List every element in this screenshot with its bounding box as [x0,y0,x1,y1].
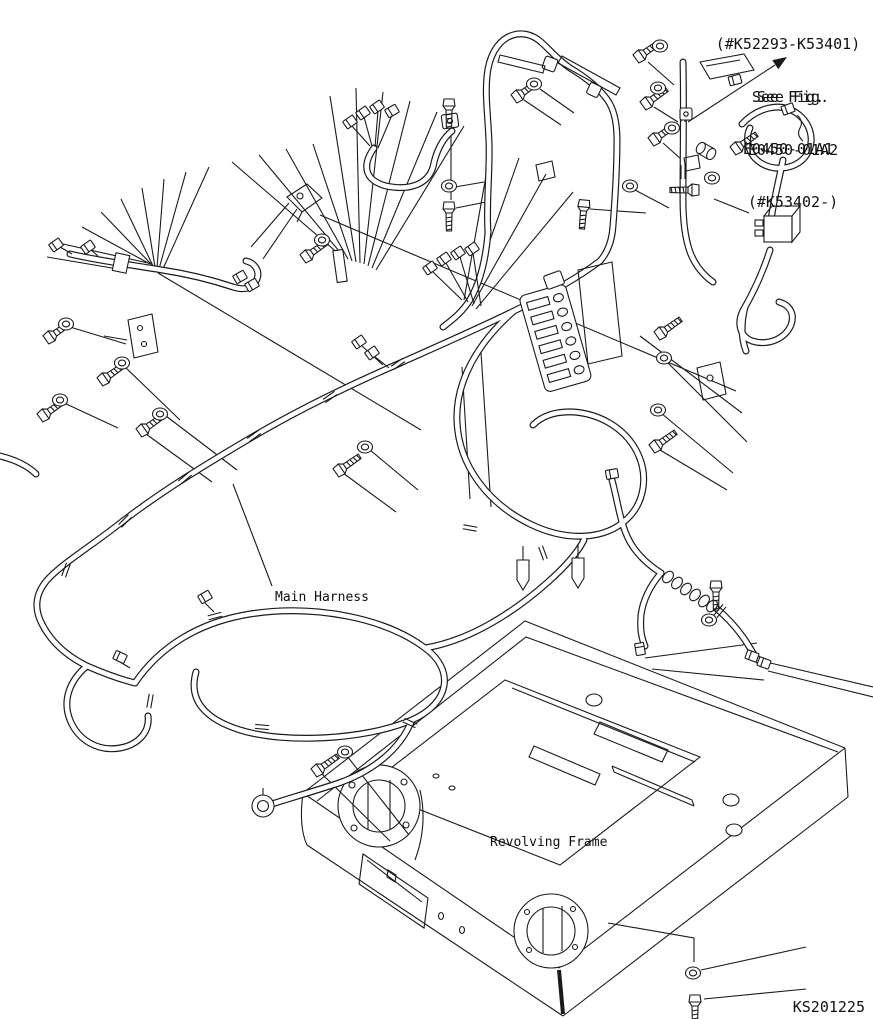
relay-block [519,261,623,392]
flag-brackets [127,183,727,401]
spacer-cylinder [695,141,717,161]
p-clamp-2 [679,107,693,121]
see-fig-arrow [687,57,787,123]
fan-lower [463,141,574,310]
harness-components [47,53,804,818]
see-fig-1-text: See Fig. [751,87,825,106]
main-harness-leader [232,483,273,587]
corrugated-tube [662,570,718,613]
serial-range-top: (#K52293-K53401) [715,35,861,53]
stay-bars [497,54,621,96]
top-right-bracket [699,53,755,80]
fig-reference-note-2: See Fig. E0450-01A2 (#K53402-) [713,54,873,229]
see-fig-2-text: See Fig. [756,88,830,106]
misc-leaders [46,61,807,1000]
fig-code-1: E0450-01A1 [742,140,834,158]
leader-lines [46,61,807,1000]
revolving-frame-drawing [300,620,849,1017]
revolving-frame-label: Revolving Frame [490,835,608,850]
fan-left [62,166,210,272]
fig-code-2: E0450-01A2 [747,140,839,159]
serial-range-bottom: (#K53402-) [747,193,839,211]
wiring-harness-drawing [0,34,873,804]
relay-box [754,204,802,244]
fig-reference-note-1: (#K52293-K53401) See Fig. E0450-01A1 [708,1,868,176]
drawing-number: KS201225 [792,998,865,1016]
main-harness-label: Main Harness [275,590,369,605]
harness-tail-lines [765,661,873,698]
